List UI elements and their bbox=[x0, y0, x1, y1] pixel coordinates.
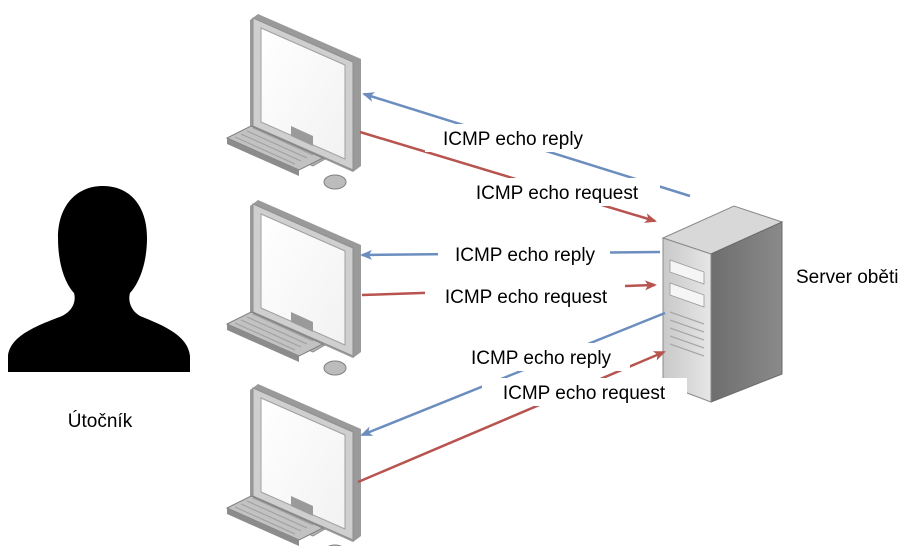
echo-reply-label: ICMP echo reply bbox=[455, 245, 596, 266]
server-label: Server oběti bbox=[796, 267, 898, 288]
echo-request-label: ICMP echo request bbox=[503, 383, 666, 404]
computer-icon bbox=[226, 383, 362, 546]
echo-request-arrow bbox=[357, 350, 666, 484]
echo-request-label: ICMP echo request bbox=[476, 183, 639, 204]
echo-reply-arrow bbox=[360, 311, 666, 437]
echo-reply-label: ICMP echo reply bbox=[471, 348, 612, 369]
echo-reply-label: ICMP echo reply bbox=[443, 129, 584, 150]
computer-icon bbox=[226, 199, 362, 376]
echo-request-label: ICMP echo request bbox=[445, 287, 608, 308]
attacker-label: Útočník bbox=[68, 410, 133, 432]
server-icon bbox=[661, 205, 784, 403]
attacker-silhouette-icon bbox=[8, 186, 190, 372]
echo-request-arrow bbox=[359, 130, 657, 223]
computer-icon bbox=[226, 13, 362, 190]
